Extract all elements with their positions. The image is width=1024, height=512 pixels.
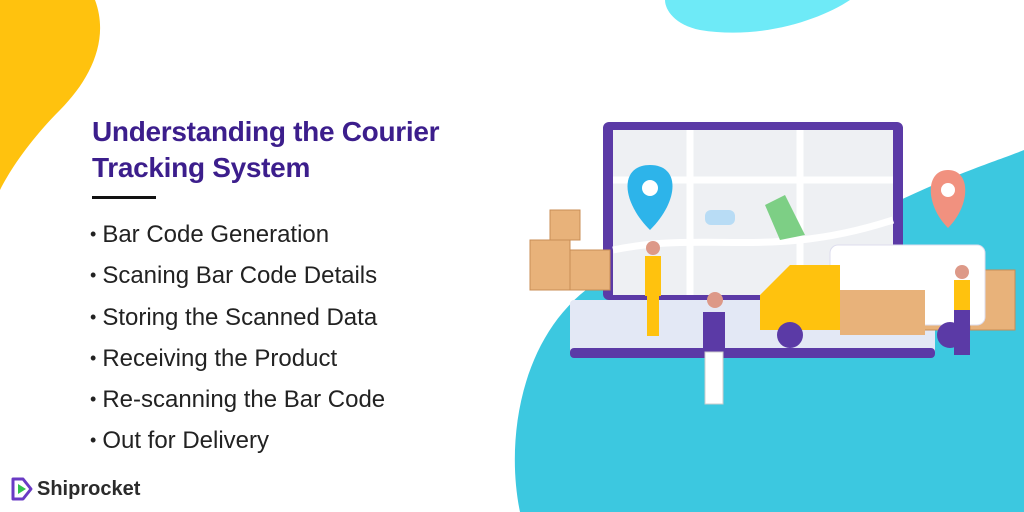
brand-logo: Shiprocket bbox=[10, 476, 140, 502]
bullet-icon: • bbox=[90, 306, 97, 327]
bullet-icon: • bbox=[90, 347, 97, 368]
steps-list: •Bar Code Generation •Scaning Bar Code D… bbox=[90, 214, 385, 462]
bullet-icon: • bbox=[90, 430, 97, 451]
page-title: Understanding the Courier Tracking Syste… bbox=[92, 116, 440, 183]
bullet-icon: • bbox=[90, 224, 97, 244]
person-icon bbox=[954, 265, 970, 355]
brand-name: Shiprocket bbox=[37, 477, 141, 500]
title-underline bbox=[92, 196, 156, 199]
person-icon bbox=[703, 292, 725, 405]
person-icon bbox=[645, 241, 661, 336]
location-pin-icon bbox=[930, 170, 966, 228]
list-item: •Re-scanning the Bar Code bbox=[90, 386, 386, 414]
bullet-icon: • bbox=[90, 389, 97, 410]
location-pin-icon bbox=[627, 165, 673, 230]
list-item: •Storing the Scanned Data bbox=[90, 303, 378, 331]
shiprocket-logo-icon bbox=[11, 477, 33, 501]
courier-illustration bbox=[529, 122, 1016, 405]
bullet-icon: • bbox=[90, 265, 97, 286]
list-item: •Bar Code Generation bbox=[90, 221, 330, 248]
list-item: •Receiving the Product bbox=[90, 344, 338, 372]
delivery-van-icon bbox=[760, 244, 986, 348]
cyan-top-blob bbox=[665, 0, 850, 33]
list-item: •Scaning Bar Code Details bbox=[90, 262, 378, 290]
yellow-blob bbox=[0, 0, 101, 190]
list-item: •Out for Delivery bbox=[90, 427, 270, 455]
